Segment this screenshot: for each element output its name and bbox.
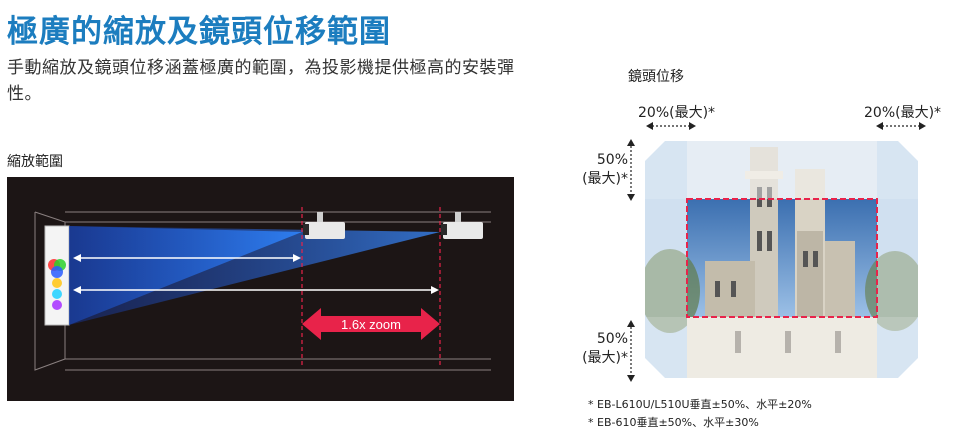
zoom-diagram: 1.6x zoom (7, 177, 514, 401)
far-distance-arrow (73, 286, 439, 294)
vertical-shift-bottom-arrow (627, 320, 635, 382)
zoom-range-arrow (302, 308, 440, 340)
horizontal-shift-left-label: 20%(最大)* (638, 105, 716, 121)
near-projection-beam (69, 226, 302, 325)
zoom-diagram-graphic: 1.6x zoom (34, 207, 491, 371)
vertical-shift-bottom-label: 50% (最大)* (570, 330, 628, 368)
lens-shift-diagram (645, 141, 918, 378)
rgb-circles-icon (48, 259, 66, 310)
zoom-badge-text: 1.6x zoom (341, 317, 401, 332)
footnote-1: * EB-L610U/L510U垂直±50%、水平±20% (588, 398, 812, 411)
page-title: 極廣的縮放及鏡頭位移範圍 (7, 14, 391, 50)
near-distance-arrow (73, 254, 301, 262)
page-description: 手動縮放及鏡頭位移涵蓋極廣的範圍，為投影機提供極高的安裝彈性。 (7, 58, 515, 104)
vertical-shift-top-max: (最大)* (582, 171, 628, 187)
projector-near-icon (303, 212, 345, 239)
vertical-shift-bottom-value: 50% (596, 331, 628, 347)
lens-shift-section-label: 鏡頭位移 (628, 69, 684, 85)
vertical-shift-top-arrow (627, 139, 635, 201)
vertical-shift-top-value: 50% (596, 152, 628, 168)
room-outline (34, 211, 491, 371)
footnote-2: * EB-610垂直±50%、水平±30% (588, 416, 759, 429)
horizontal-shift-left-arrow (646, 122, 696, 130)
projector-far-icon (441, 212, 483, 239)
zoom-section-label: 縮放範圍 (7, 154, 63, 170)
default-image-frame (686, 198, 878, 318)
horizontal-shift-right-label: 20%(最大)* (864, 105, 942, 121)
vertical-shift-bottom-max: (最大)* (582, 350, 628, 366)
castle-photo (645, 141, 918, 378)
vertical-shift-top-label: 50% (最大)* (570, 151, 628, 189)
horizontal-shift-right-arrow (876, 122, 926, 130)
